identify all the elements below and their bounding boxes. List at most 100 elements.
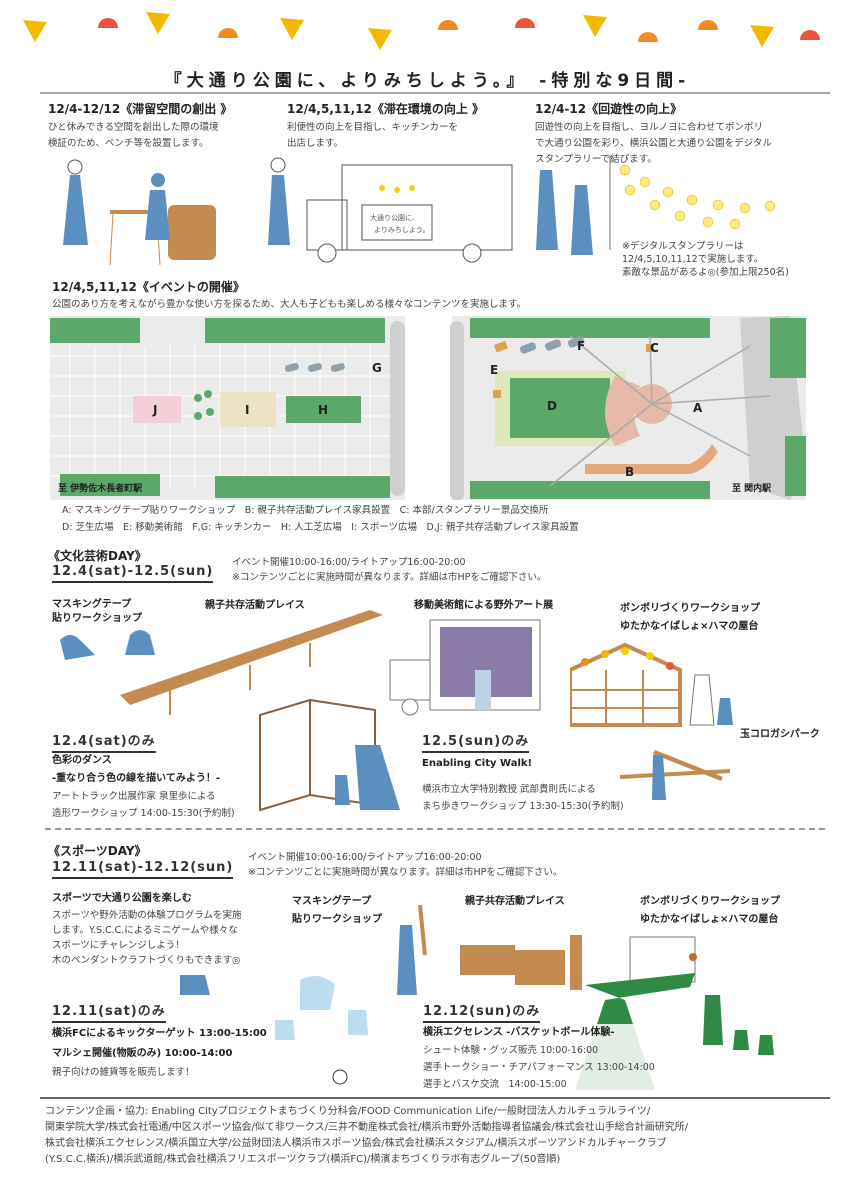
bonbori-illustration (536, 155, 776, 255)
label-line: ボンボリづくりワークショップ (620, 603, 760, 614)
confetti-shape (280, 18, 304, 40)
event-title: 横浜エクセレンス -バスケットボール体験- (423, 1027, 615, 1038)
culture-sun-event: Enabling City Walk! 横浜市立大学特別教授 武部貴則氏による … (422, 755, 624, 815)
stamp-rally-note: ※デジタルスタンプラリーは 12/4,5,10,11,12で実施します。 素敵な… (622, 240, 789, 279)
section-text: 検証のため、ベンチ等を設置します。 (48, 138, 209, 149)
legend-line: A: マスキングテープ貼りワークショップ B: 親子共存活動プレイス家具設置 C… (62, 505, 549, 516)
map-label-e: E (490, 363, 498, 377)
map-label-j: J (152, 403, 157, 417)
culture-sat-event: 色彩のダンス -重なり合う色の線を描いてみよう！- アートトラック出展作家 泉里… (52, 752, 235, 822)
event-title: Enabling City Walk! (422, 758, 533, 769)
note-line: 12/4,5,10,11,12で実施します。 (622, 254, 764, 265)
map-label-i: I (245, 403, 249, 417)
event-heading: 12/4,5,11,12《イベントの開催》 (52, 280, 245, 294)
culture-day-dates: 12.4(sat)-12.5(sun) (52, 564, 214, 583)
confetti-shape (23, 20, 47, 42)
confetti-shape (438, 20, 458, 30)
culture-workshop-illustration (60, 610, 383, 715)
event-line: 横浜FCによるキックターゲット 13:00-15:00 (52, 1028, 267, 1039)
section-text: 利便性の向上を目指し、キッチンカーを (287, 122, 459, 133)
soccer-illustration (180, 905, 427, 1085)
intro-line: します。Y.S.C.C.によるミニゲームや様々な (52, 925, 238, 936)
label-tamakoro: 玉コロガシパーク (740, 729, 820, 740)
sports-sat-date: 12.11(sat)のみ (52, 1000, 166, 1023)
info-line: ※コンテンツごとに実施時間が異なります。詳細は市HPをご確認下さい。 (248, 867, 563, 878)
section-heading: 12/4,5,11,12《滞在環境の向上 》 (287, 102, 485, 116)
event-line: 造形ワークショップ 14:00-15:30(予約制) (52, 808, 235, 819)
sports-label-bonbori: ボンボリづくりワークショップゆたかなイばしょ×ハマの屋台 (640, 893, 780, 929)
label-line: ゆたかなイばしょ×ハマの屋台 (640, 914, 779, 925)
label-line: ゆたかなイばしょ×ハマの屋台 (620, 621, 759, 632)
sports-sun-date: 12.12(sun)のみ (423, 1000, 541, 1023)
confetti-shape (218, 28, 238, 38)
credits-rule (40, 1097, 830, 1099)
section-text: で大通り公園を彩り、横浜公園と大通り公園をデジタル (535, 138, 772, 149)
culture-day-heading: 《文化芸術DAY》 (48, 549, 147, 563)
section-divider (45, 828, 825, 830)
truck-sign-line2: よりみちしよう。 (374, 226, 429, 234)
color-dance-illustration (259, 698, 400, 812)
right-station-label: 至 関内駅 (732, 482, 772, 494)
section-text: 回遊性の向上を目指し、ヨルノヨに合わせてボンボリ (535, 122, 764, 133)
tamakoro-illustration (620, 750, 730, 800)
event-line: 選手とバスケ交流 14:00-15:00 (423, 1079, 567, 1090)
map-label-b: B (625, 465, 634, 479)
credits: コンテンツ企画・協力: Enabling Cityプロジェクトまちづくり分科会/… (45, 1104, 688, 1168)
page-title: 『大通り公園に、よりみちしよう。』 -特別な9日間- (164, 71, 691, 91)
label-line: ボンボリづくりワークショップ (640, 896, 780, 907)
note-line: ※デジタルスタンプラリーは (622, 241, 744, 252)
label-mobile-museum: 移動美術館による野外アート展 (414, 600, 554, 611)
map-label-c: C (650, 341, 659, 355)
confetti-shape (750, 25, 774, 47)
sports-label-masking: マスキングテープ貼りワークショップ (292, 893, 382, 929)
sports-day-info: イベント開催10:00-16:00/ライトアップ16:00-20:00 ※コンテ… (248, 850, 562, 880)
culture-sun-date: 12.5(sun)のみ (422, 730, 530, 753)
truck-sign-line1: 大通り公園に、 (370, 213, 419, 222)
info-line: イベント開催10:00-16:00/ライトアップ16:00-20:00 (248, 852, 482, 863)
culture-sat-date: 12.4(sat)のみ (52, 730, 156, 753)
sports-sun-events: 横浜エクセレンス -バスケットボール体験- シュート体験・グッズ販売 10:00… (423, 1024, 655, 1093)
intro-line: スポーツにチャレンジしよう！ (52, 940, 185, 951)
event-subtitle: -重なり合う色の線を描いてみよう！- (52, 773, 221, 784)
map-label-f: F (577, 339, 585, 353)
event-line: マルシェ開催(物販のみ) 10:00-14:00 (52, 1048, 233, 1059)
section-heading: 12/4-12《回遊性の向上》 (535, 102, 683, 116)
sports-intro: スポーツで大通り公園を楽しむ スポーツや野外活動の体験プログラムを実施 します。… (52, 890, 242, 968)
intro-title: スポーツで大通り公園を楽しむ (52, 893, 192, 904)
label-masking: マスキングテープ貼りワークショップ (52, 598, 142, 626)
confetti-shape (368, 28, 392, 50)
credits-line: コンテンツ企画・協力: Enabling Cityプロジェクトまちづくり分科会/… (45, 1106, 651, 1117)
confetti-shape (583, 15, 607, 37)
event-description: 公園のあり方を考えながら豊かな使い方を探るため、大人も子どもも楽しめる様々なコン… (52, 299, 527, 310)
map-legend: A: マスキングテープ貼りワークショップ B: 親子共存活動プレイス家具設置 C… (62, 502, 579, 536)
title-rule (40, 92, 830, 94)
credits-line: 関東学院大学/株式会社電通/中区スポーツ協会/似て非ワークス/三井不動産株式会社… (45, 1122, 689, 1133)
event-title: 色彩のダンス (52, 755, 112, 766)
map-label-d: D (547, 399, 557, 413)
event-line: 選手トークショー・チアパフォーマンス 13:00-14:00 (423, 1062, 655, 1073)
confetti-shape (146, 12, 170, 34)
label-line: 貼りワークショップ (292, 914, 382, 925)
confetti-decoration (23, 12, 820, 50)
map-label-g: G (372, 361, 382, 375)
section-text: ひと休みできる空間を創出した際の環境 (48, 122, 219, 133)
event-line: シュート体験・グッズ販売 10:00-16:00 (423, 1045, 599, 1056)
sports-day-dates: 12.11(sat)-12.12(sun) (52, 860, 234, 879)
section-text: スタンプラリーで結びます。 (535, 154, 657, 165)
info-line: ※コンテンツごとに実施時間が異なります。詳細は市HPをご確認下さい。 (232, 572, 547, 583)
event-line: アートトラック出展作家 泉里歩による (52, 791, 216, 802)
sports-day-heading: 《スポーツDAY》 (48, 844, 147, 858)
info-line: イベント開催10:00-16:00/ライトアップ16:00-20:00 (232, 557, 466, 568)
map-label-h: H (318, 403, 328, 417)
label-bonbori: ボンボリづくりワークショップゆたかなイばしょ×ハマの屋台 (620, 600, 760, 636)
label-line: マスキングテープ (292, 896, 372, 907)
credits-line: (Y.S.C.C.横浜)/横浜武道館/株式会社横浜フリエスポーツクラブ(横浜FC… (45, 1154, 561, 1165)
yatai-illustration (570, 642, 733, 727)
sports-label-place: 親子共存活動プレイス (465, 896, 565, 907)
sports-sat-events: 横浜FCによるキックターゲット 13:00-15:00 マルシェ開催(物販のみ)… (52, 1024, 267, 1081)
culture-day-info: イベント開催10:00-16:00/ライトアップ16:00-20:00 ※コンテ… (232, 555, 546, 585)
intro-line: 木のペンダントクラフトづくりもできます◎ (52, 955, 241, 966)
section-environment: 12/4,5,11,12《滞在環境の向上 》 利便性の向上を目指し、キッチンカー… (287, 100, 484, 152)
art-truck-illustration (389, 619, 541, 716)
